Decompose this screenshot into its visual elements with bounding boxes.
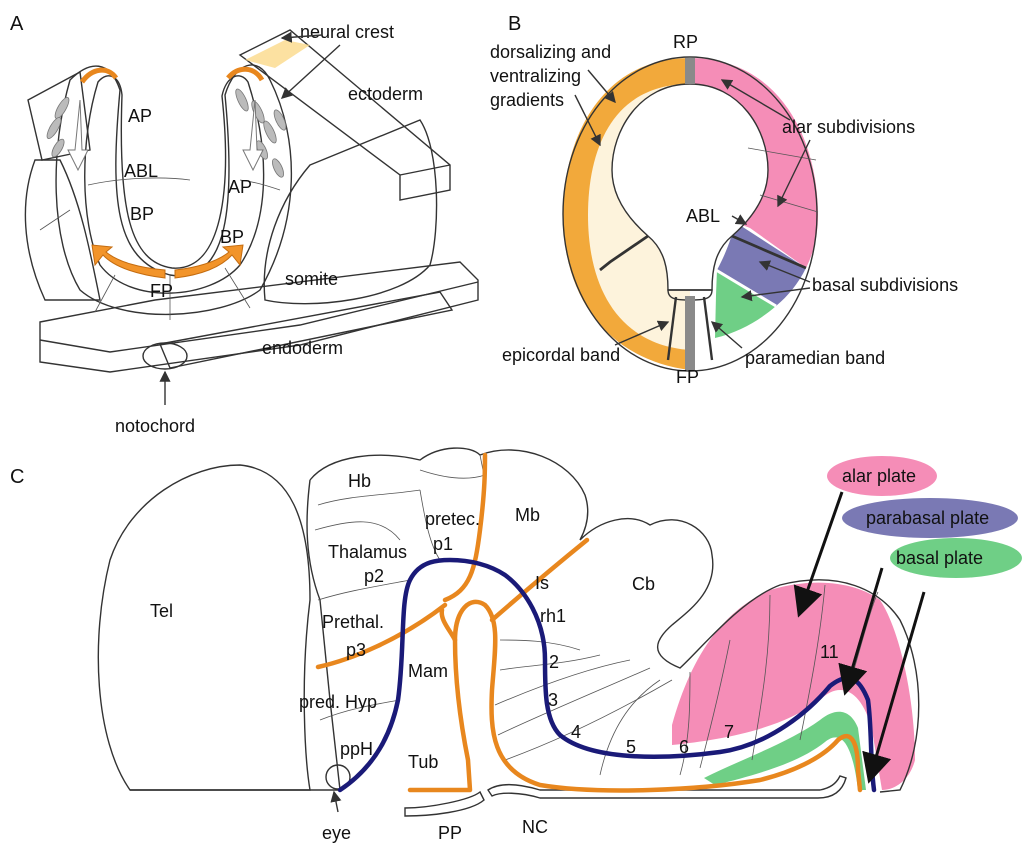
label-hb: Hb <box>348 471 371 491</box>
label-pph: ppH <box>340 739 373 759</box>
rhombomere-label: 6 <box>679 737 689 757</box>
label-gradients-2: ventralizing <box>490 66 581 86</box>
panel-b: B dorsalizing and ventralizing gr <box>490 13 958 387</box>
label-rh1: rh1 <box>540 606 566 626</box>
label-endoderm: endoderm <box>262 338 343 358</box>
label-alar-subdivisions: alar subdivisions <box>782 117 915 137</box>
panel-a-letter: A <box>10 13 24 35</box>
label-abl-a: ABL <box>124 161 158 181</box>
panel-c-letter: C <box>10 466 24 488</box>
tel-region <box>98 465 310 790</box>
floor-plate <box>685 296 695 370</box>
legend-basal: basal plate <box>890 538 1022 578</box>
label-basal-subdivisions: basal subdivisions <box>812 275 958 295</box>
legend-alar: alar plate <box>827 456 937 496</box>
label-mam: Mam <box>408 661 448 681</box>
label-p1: p1 <box>433 534 453 554</box>
label-mb: Mb <box>515 505 540 525</box>
label-gradients-3: gradients <box>490 90 564 110</box>
label-eye: eye <box>322 823 351 843</box>
label-paramedian-band: paramedian band <box>745 348 885 368</box>
label-bp-right: BP <box>220 227 244 247</box>
label-notochord: notochord <box>115 416 195 436</box>
label-p2: p2 <box>364 566 384 586</box>
panel-b-letter: B <box>508 13 521 35</box>
label-nc: NC <box>522 817 548 837</box>
label-tel: Tel <box>150 601 173 621</box>
rhombomere-label: 4 <box>571 722 581 742</box>
roof-plate <box>685 58 695 84</box>
label-abl-b: ABL <box>686 206 720 226</box>
label-thalamus: Thalamus <box>328 542 407 562</box>
label-pp: PP <box>438 823 462 843</box>
label-tub: Tub <box>408 752 438 772</box>
legend-parabasal: parabasal plate <box>842 498 1018 538</box>
label-ap-left: AP <box>128 106 152 126</box>
rhombomere-label: 7 <box>724 722 734 742</box>
legend-parabasal-label: parabasal plate <box>866 508 989 528</box>
panel-a: A <box>10 13 478 436</box>
pp-shape <box>405 792 484 816</box>
label-fp-a: FP <box>150 281 173 301</box>
label-pred-hyp: pred. Hyp <box>299 692 377 712</box>
label-p3: p3 <box>346 640 366 660</box>
panel-c: C <box>10 448 1022 843</box>
label-cb: Cb <box>632 574 655 594</box>
label-somite: somite <box>285 269 338 289</box>
label-rp: RP <box>673 32 698 52</box>
rhombomere-label: 2 <box>549 652 559 672</box>
label-neural-crest: neural crest <box>300 22 394 42</box>
label-ectoderm: ectoderm <box>348 84 423 104</box>
rhombomere-label: 3 <box>548 690 558 710</box>
legend-alar-label: alar plate <box>842 466 916 486</box>
rhombomere-label: 11 <box>820 642 839 662</box>
label-pretec: pretec. <box>425 509 480 529</box>
label-fp-b: FP <box>676 367 699 387</box>
rhombomere-label: 5 <box>626 737 636 757</box>
endoderm-sheet <box>40 262 478 372</box>
label-prethal: Prethal. <box>322 612 384 632</box>
label-is: Is <box>535 573 549 593</box>
label-ap-right: AP <box>228 177 252 197</box>
legend-basal-label: basal plate <box>896 548 983 568</box>
label-gradients-1: dorsalizing and <box>490 42 611 62</box>
label-bp-left: BP <box>130 204 154 224</box>
label-epicordal-band: epicordal band <box>502 345 620 365</box>
